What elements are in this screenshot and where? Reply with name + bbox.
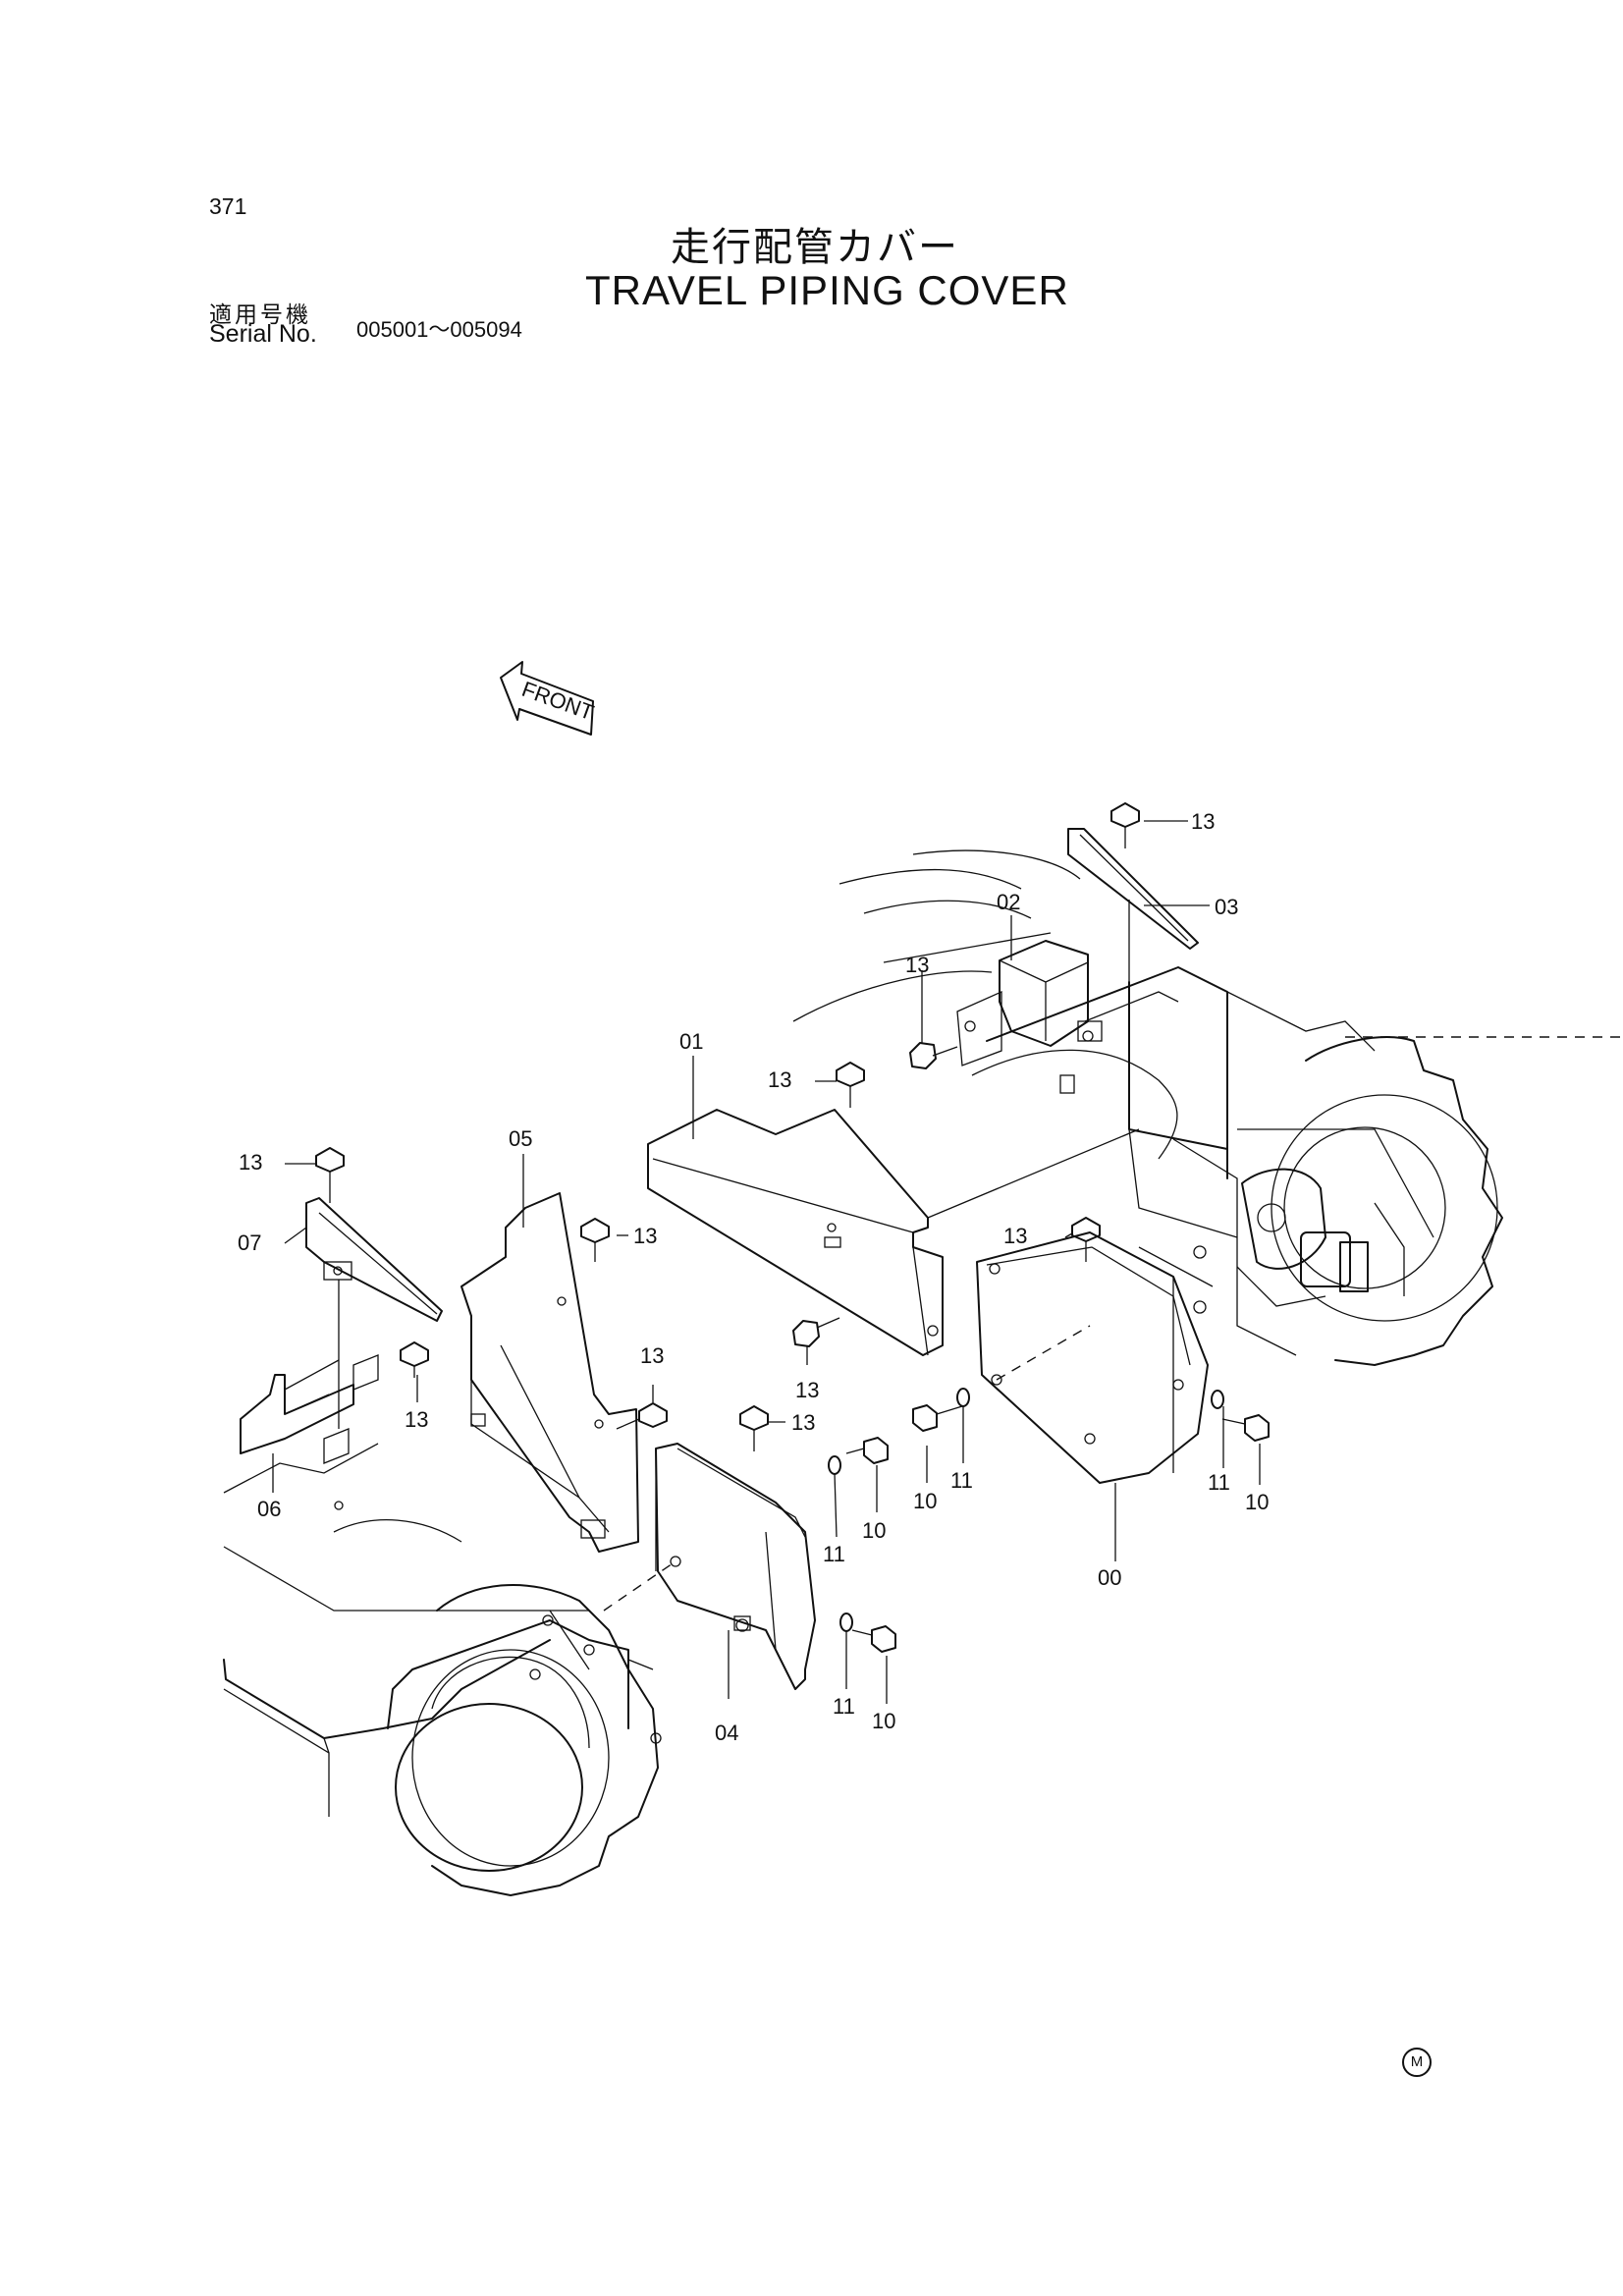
callout-00: 00 [1098, 1565, 1121, 1590]
bolt-icon [315, 802, 1270, 1653]
callout-13: 13 [768, 1067, 791, 1092]
part-06-bracket [240, 1280, 379, 1464]
callout-06: 06 [257, 1497, 281, 1521]
serial-label-english: Serial No. [209, 320, 317, 348]
serial-range: 005001～005094 [356, 317, 522, 342]
part-02-bracket [956, 940, 1103, 1066]
callout-10: 10 [913, 1489, 937, 1513]
callout-13: 13 [633, 1224, 657, 1248]
callout-10: 10 [862, 1518, 886, 1543]
callout-13: 13 [239, 1150, 262, 1175]
callout-10: 10 [872, 1709, 895, 1733]
part-07-bracket [305, 1197, 443, 1322]
callout-13: 13 [795, 1378, 819, 1402]
title-japanese: 走行配管カバー [671, 225, 959, 270]
callout-13: 13 [1003, 1224, 1027, 1248]
part-03-bracket [1067, 828, 1199, 1056]
callout-05: 05 [509, 1126, 532, 1151]
part-05-cover [460, 1192, 639, 1553]
callout-13: 13 [405, 1407, 428, 1432]
callout-02: 02 [997, 890, 1020, 914]
front-track-frame [223, 1443, 662, 1896]
callout-04: 04 [715, 1721, 738, 1745]
callout-07: 07 [238, 1230, 261, 1255]
part-04-cover [655, 1443, 816, 1690]
page-number: 371 [209, 193, 247, 219]
callout-11: 11 [823, 1542, 845, 1566]
front-arrow-label: FRONT [518, 677, 597, 725]
callout-11: 11 [1208, 1470, 1230, 1495]
callout-01: 01 [679, 1029, 703, 1054]
serial-label-japanese: 適用号機 [209, 302, 311, 328]
part-01-cover [647, 1109, 1140, 1356]
callout-13: 13 [905, 953, 929, 977]
title-english: TRAVEL PIPING COVER [585, 267, 1069, 313]
front-arrow-icon: FRONT [500, 661, 597, 736]
callout-13: 13 [791, 1410, 815, 1435]
registered-mark-icon: M [1402, 2048, 1432, 2077]
callout-03: 03 [1215, 895, 1238, 919]
callout-13: 13 [640, 1343, 664, 1368]
leader-lines [272, 820, 1261, 1704]
assembly-line-04 [603, 1560, 676, 1612]
callout-13: 13 [1191, 809, 1215, 834]
callout-11: 11 [950, 1468, 973, 1493]
rear-track-frame [792, 849, 1623, 1366]
callout-11: 11 [833, 1694, 855, 1719]
callout-10: 10 [1245, 1490, 1269, 1514]
part-00-cover [976, 1231, 1214, 1484]
assembly-line-00 [996, 1325, 1091, 1381]
